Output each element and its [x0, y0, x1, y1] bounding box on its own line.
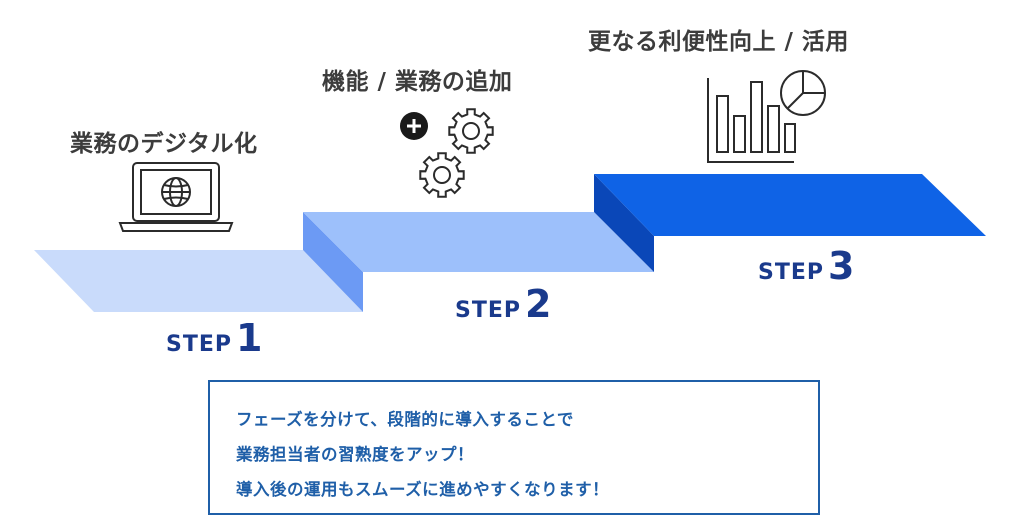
message-box: フェーズを分けて、段階的に導入することで 業務担当者の習熟度をアップ！ 導入後の… — [208, 380, 820, 515]
message-line: フェーズを分けて、段階的に導入することで — [236, 410, 574, 429]
message-line: 導入後の運用もスムーズに進めやすくなります！ — [236, 480, 610, 499]
message-line: 業務担当者の習熟度をアップ！ — [236, 445, 474, 464]
step1-number: 1 — [236, 316, 263, 360]
step2-word: STEP — [455, 298, 522, 323]
gears-plus-icon — [400, 108, 494, 198]
step1-title: 業務のデジタル化 — [70, 131, 258, 157]
step2-title: 機能 / 業務の追加 — [322, 69, 513, 95]
step3-platform — [594, 174, 986, 236]
chart-icon — [707, 70, 826, 163]
step1-word: STEP — [166, 332, 233, 357]
step1-platform — [34, 250, 363, 312]
laptop-globe-icon — [118, 162, 234, 232]
step3-word: STEP — [758, 260, 825, 285]
step2-platform — [303, 212, 654, 272]
step3-riser — [594, 174, 654, 272]
gear-icon — [448, 108, 494, 154]
step3-title: 更なる利便性向上 / 活用 — [588, 29, 849, 55]
step2-riser — [303, 212, 363, 312]
step2-number: 2 — [525, 282, 552, 326]
step3-number: 3 — [828, 244, 855, 288]
gear-icon — [419, 152, 465, 198]
